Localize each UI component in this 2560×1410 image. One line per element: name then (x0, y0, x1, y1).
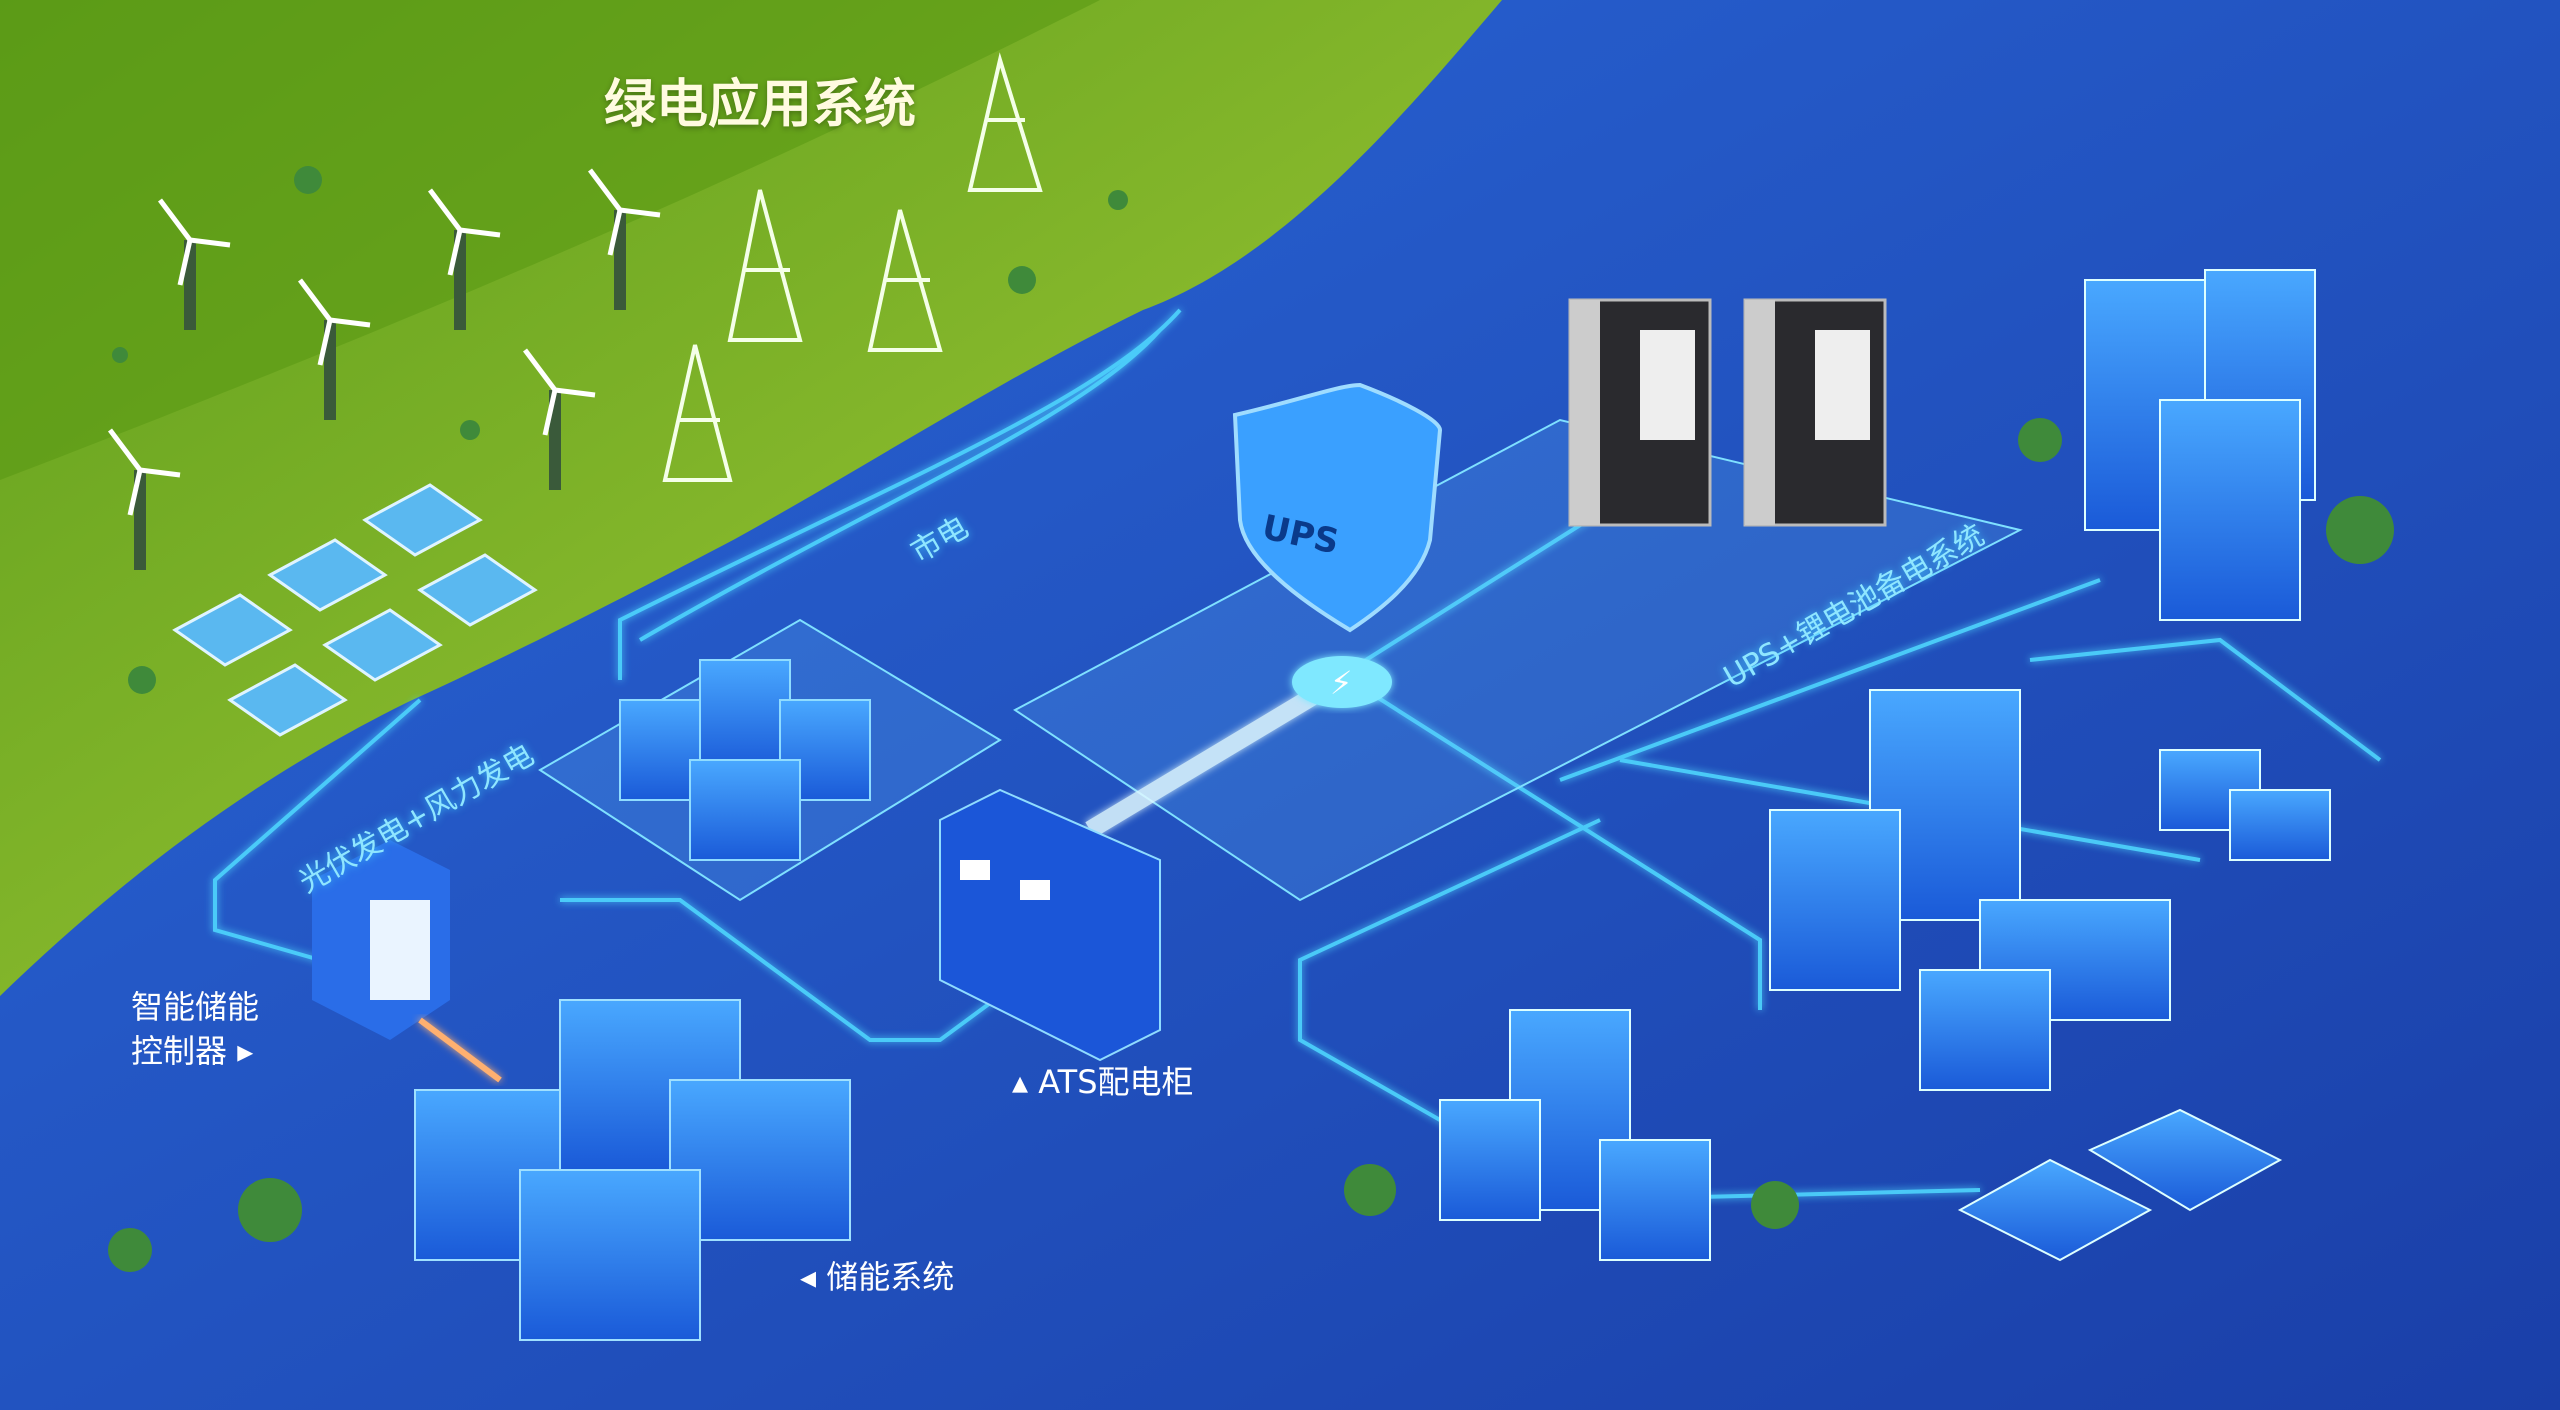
label-storage-system: ◂ 储能系统 (800, 1258, 955, 1296)
svg-text:⚡: ⚡ (1330, 664, 1352, 702)
label-storage-controller: 智能储能控制器 ▸ (131, 988, 260, 1070)
ups-shield (1232, 382, 1443, 633)
label-ats-text: ATS配电柜 (1038, 1063, 1194, 1101)
page-title: 绿电应用系统 (604, 75, 917, 135)
label-ats: ▴ ATS配电柜 (1012, 1063, 1194, 1101)
label-storage-system-text: 储能系统 (826, 1258, 955, 1296)
label-storage-controller-text: 智能储能控制器 (131, 988, 260, 1070)
